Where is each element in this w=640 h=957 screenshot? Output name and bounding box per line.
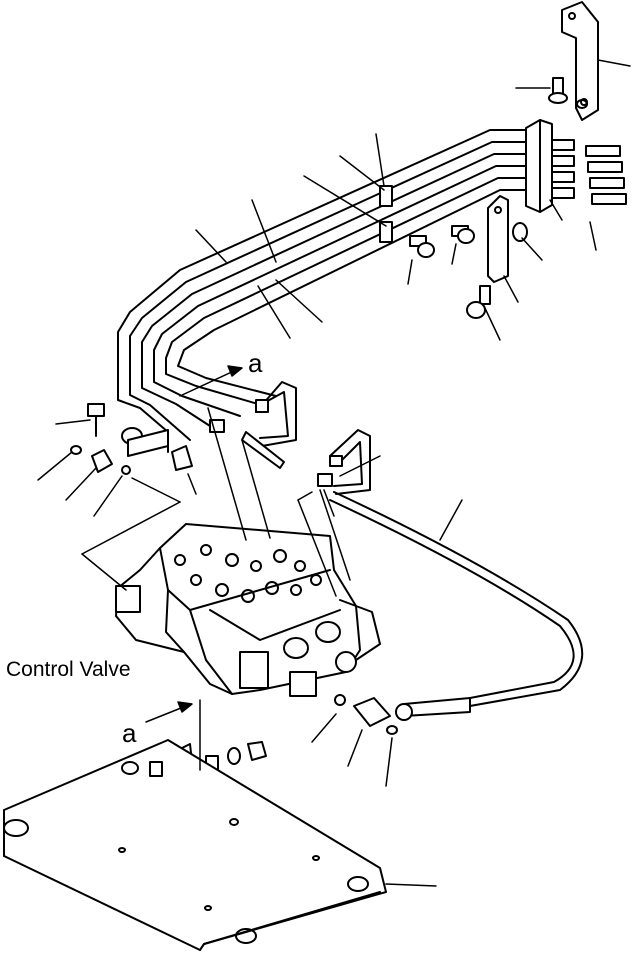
hose-straight [241, 431, 285, 469]
upper-bracket [561, 1, 599, 121]
elbow-fittings [585, 145, 627, 205]
valve-pipe [339, 599, 381, 661]
lower-bracket [487, 195, 509, 283]
view-arrow-top [179, 365, 243, 397]
view-a-label-top: a [248, 348, 263, 378]
elbow-left [121, 427, 169, 457]
valve-spools [239, 621, 357, 697]
nut-valve [386, 725, 398, 735]
oring-left [70, 445, 131, 475]
bolt-lower-bracket [466, 285, 491, 319]
view-arrow-bottom [145, 701, 193, 723]
leader-lines [37, 59, 631, 887]
union-left [91, 449, 113, 473]
view-a-label-bottom: a [122, 718, 137, 748]
clamp-bolts [409, 225, 475, 258]
tube-manifold-block [525, 119, 553, 213]
tube-fittings [209, 399, 343, 487]
bolt-upper-bracket [548, 77, 568, 104]
long-hose [329, 491, 584, 707]
loop-tube-right [329, 429, 371, 495]
adapter-left [171, 445, 193, 471]
oring-valve [334, 694, 346, 706]
mounting-washer [227, 747, 241, 765]
valve-side-block [115, 585, 141, 613]
washer-upper [576, 99, 588, 109]
hydraulic-tube-bundle [117, 129, 541, 453]
bolt-left [87, 403, 105, 437]
hose-end-fitting [395, 697, 471, 721]
control-valve-body [115, 523, 361, 695]
valve-ports [174, 544, 322, 603]
elbow-valve [353, 697, 391, 727]
loop-tube-left [255, 381, 297, 447]
spacer [512, 222, 528, 242]
manifold-fittings [551, 139, 575, 199]
mounting-nut [247, 741, 267, 761]
base-plate [3, 739, 387, 951]
tube-clamp [379, 185, 393, 243]
control-valve-label: Control Valve [6, 658, 131, 681]
